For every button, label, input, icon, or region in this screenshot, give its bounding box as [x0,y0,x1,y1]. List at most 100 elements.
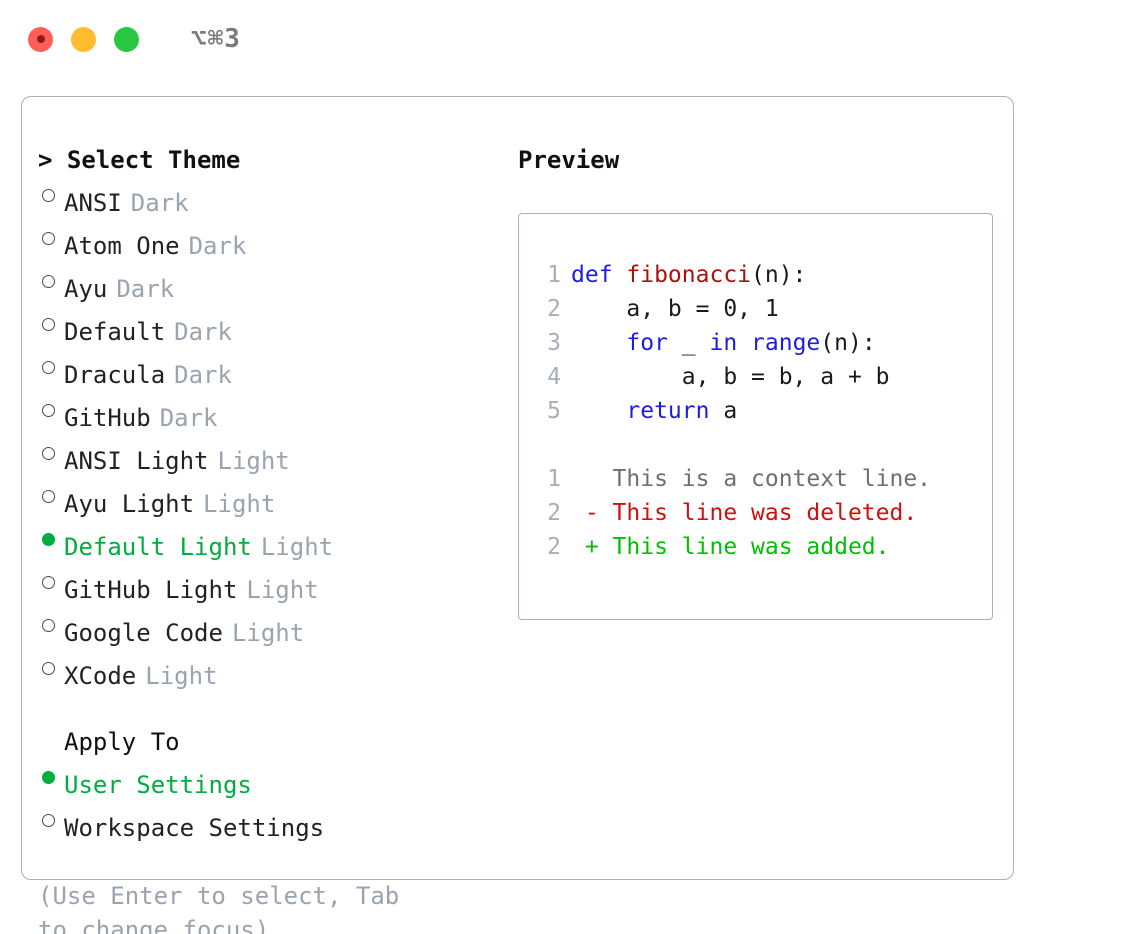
line-number: 5 [547,398,561,424]
code-token [571,330,626,356]
apply-to-option-1[interactable]: Workspace Settings [38,802,508,845]
code-token: range [751,330,821,356]
theme-variant-tag: Dark [174,361,232,389]
select-theme-heading: > Select Theme [38,146,241,174]
radio-unselected-icon [38,650,64,684]
code-token: (n): [751,262,807,288]
apply-to-heading: Apply To [64,728,180,756]
code-line: 4 a, b = b, a + b [537,360,992,394]
radio-selected-icon [38,521,64,555]
diff-text: - This line was deleted. [571,500,918,526]
code-token: return [626,398,710,424]
code-token: in [709,330,738,356]
radio-unselected-icon [38,392,64,426]
minimize-button[interactable] [71,26,96,52]
theme-option-label: Ayu [64,275,108,303]
radio-unselected-icon [38,177,64,211]
diff-line-add: 2 + This line was added. [537,530,992,564]
theme-variant-tag: Light [260,533,334,561]
theme-variant-tag: Dark [174,318,232,346]
close-button[interactable] [28,26,53,52]
line-number: 2 [547,534,561,560]
keyboard-hint-text: (Use Enter to select, Tab to change focu… [38,882,414,934]
diff-text: + This line was added. [571,534,890,560]
theme-option-3[interactable]: Default Dark [38,306,508,349]
code-token [571,398,626,424]
line-number: 1 [547,466,561,492]
theme-option-7[interactable]: Ayu Light Light [38,478,508,521]
title-bar: ⌥⌘3 [0,0,1140,78]
zoom-button[interactable] [114,26,139,52]
theme-option-label: Ayu Light [64,490,195,518]
line-number: 4 [547,364,561,390]
code-token: a [709,398,738,424]
apply-to-option-label: Workspace Settings [64,814,325,842]
code-token: a, b = 0, 1 [571,296,779,322]
theme-option-11[interactable]: XCode Light [38,650,508,693]
theme-option-10[interactable]: Google Code Light [38,607,508,650]
diff-sample: 1 This is a context line. 2 - This line w… [537,462,992,564]
theme-variant-tag: Light [217,447,290,475]
theme-variant-tag: Light [246,576,319,604]
theme-variant-tag: Light [231,619,305,647]
code-token: a, b = b, a + b [571,364,890,390]
theme-option-2[interactable]: Ayu Dark [38,263,508,306]
code-token: for [626,330,668,356]
theme-option-9[interactable]: GitHub Light Light [38,564,508,607]
radio-unselected-icon [38,607,64,641]
theme-option-label: Atom One [64,232,180,260]
theme-option-1[interactable]: Atom One Dark [38,220,508,263]
code-token: _ [667,330,710,356]
keyboard-shortcut-label: ⌥⌘3 [191,24,241,54]
line-number: 1 [547,262,561,288]
line-number: 2 [547,500,561,526]
theme-option-label: XCode [64,662,137,690]
radio-unselected-icon [38,802,64,836]
code-line: 3 for _ in range(n): [537,326,992,360]
radio-unselected-icon [38,478,64,512]
radio-unselected-icon [38,263,64,297]
preview-heading: Preview [518,146,620,174]
diff-line-ctx: 1 This is a context line. [537,462,992,496]
theme-variant-tag: Light [145,662,218,690]
theme-option-label: ANSI Light [64,447,209,475]
traffic-lights [28,26,139,52]
radio-unselected-icon [38,435,64,469]
code-token: fibonacci [626,262,752,288]
radio-unselected-icon [38,220,64,254]
theme-option-label: Google Code [64,619,223,647]
theme-variant-tag: Light [203,490,276,518]
line-number: 3 [547,330,561,356]
code-line: 1 def fibonacci(n): [537,258,992,292]
theme-variant-tag: Dark [188,232,247,260]
code-line: 5 return a [537,394,992,428]
theme-option-label: Default [64,318,166,346]
theme-option-label: GitHub Light [64,576,238,604]
theme-option-6[interactable]: ANSI Light Light [38,435,508,478]
theme-variant-tag: Dark [116,275,175,303]
radio-selected-icon [38,759,64,793]
code-token: (n): [820,330,876,356]
radio-unselected-icon [38,349,64,383]
theme-option-5[interactable]: GitHub Dark [38,392,508,435]
code-line: 2 a, b = 0, 1 [537,292,992,326]
theme-variant-tag: Dark [159,404,218,432]
line-number: 2 [547,296,561,322]
code-spacer [537,428,992,462]
radio-unselected-icon [38,564,64,598]
code-token: def [571,262,627,288]
apply-to-option-0[interactable]: User Settings [38,759,508,802]
theme-option-label: GitHub [64,404,151,432]
diff-text: This is a context line. [571,466,932,492]
